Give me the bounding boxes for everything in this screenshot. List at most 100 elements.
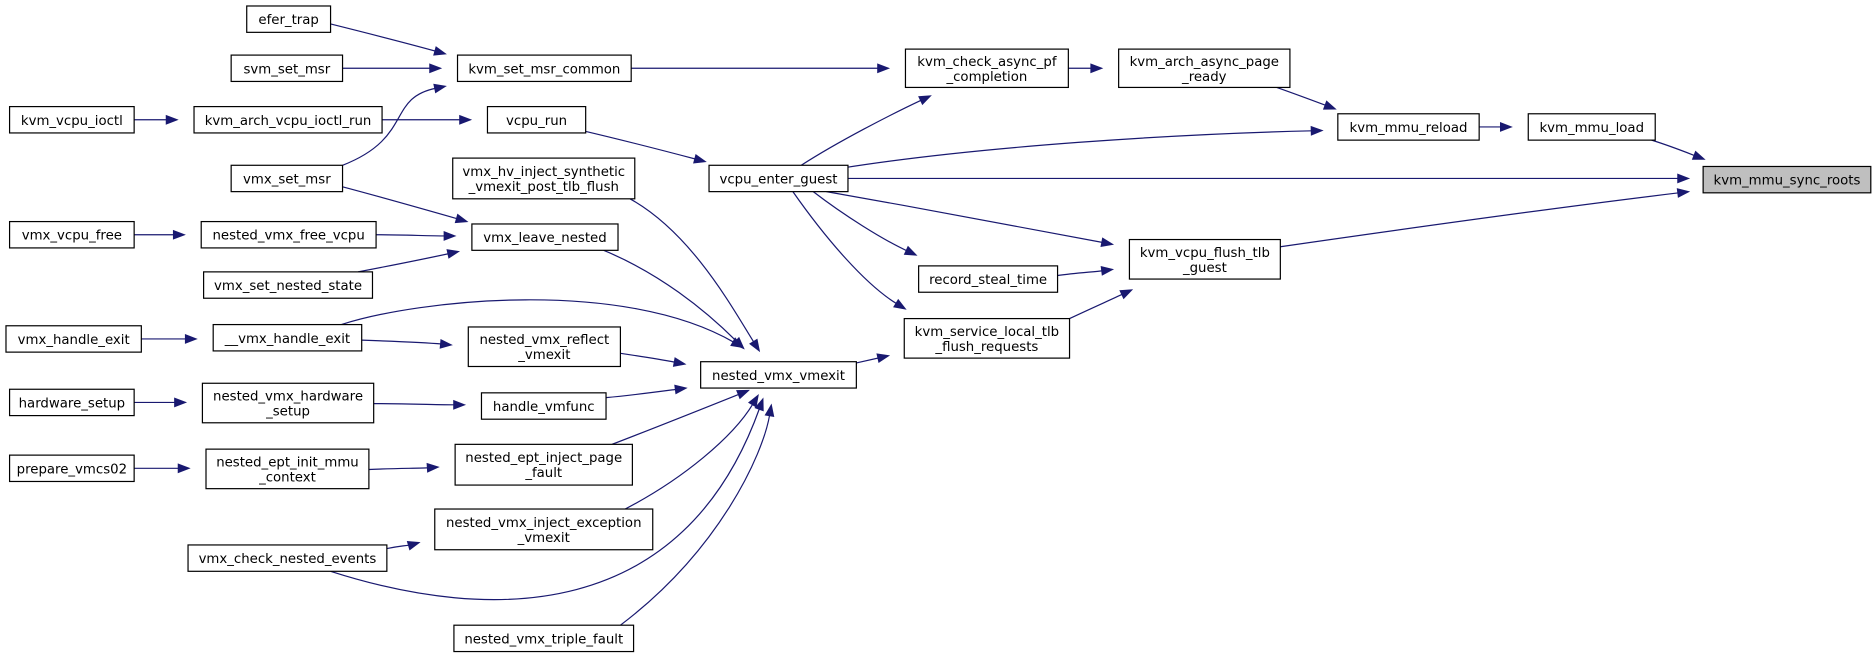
edge-kvm_vcpu_ioctl-to-kvm_arch_vcpu_ioctl_run: [134, 114, 179, 125]
node-box: [8, 454, 135, 483]
edge-kvm_mmu_load-to-kvm_mmu_sync_roots: [1651, 139, 1706, 160]
node-nested-vmx-vmexit[interactable]: nested_vmx_vmexit: [700, 361, 857, 389]
node---vmx-handle-exit[interactable]: __vmx_handle_exit: [212, 323, 363, 352]
node-nested-vmx-triple-fault[interactable]: nested_vmx_triple_fault: [453, 624, 635, 653]
node-efer-trap[interactable]: efer_trap: [246, 5, 332, 33]
edge-line: [330, 23, 437, 52]
node-vmx-set-msr[interactable]: vmx_set_msr: [230, 164, 344, 193]
node-kvm-check-async-pf-completion[interactable]: kvm_check_async_pf_completion: [904, 48, 1069, 89]
node-kvm-mmu-load[interactable]: kvm_mmu_load: [1527, 113, 1656, 141]
node-label: vcpu_enter_guest: [719, 172, 837, 187]
node-nested-vmx-inject-exception-vmexit[interactable]: nested_vmx_inject_exception_vmexit: [434, 508, 654, 551]
node-label: _vmexit: [517, 531, 570, 546]
node-box: [471, 223, 619, 251]
arrowhead: [693, 153, 707, 164]
edge-line: [800, 99, 922, 166]
edge-handle_vmfunc-to-nested_vmx_vmexit: [605, 384, 688, 399]
arrowhead: [174, 397, 188, 408]
edge-nested_ept_inject_page_fault-to-nested_vmx_vmexit: [611, 389, 750, 445]
node-nested-vmx-reflect-vmexit[interactable]: nested_vmx_reflect_vmexit: [467, 326, 622, 368]
edge-line: [368, 467, 429, 471]
arrowhead: [749, 338, 761, 353]
node-box: [708, 164, 849, 193]
node-kvm-arch-vcpu-ioctl-run[interactable]: kvm_arch_vcpu_ioctl_run: [193, 105, 383, 134]
node-svm-set-msr[interactable]: svm_set_msr: [230, 54, 344, 83]
edge-line: [361, 339, 442, 345]
edge-line: [629, 198, 755, 343]
edge-vcpu_enter_guest-to-kvm_mmu_sync_roots: [847, 173, 1691, 184]
node-kvm-service-local-tlb-flush-requests[interactable]: kvm_service_local_tlb_flush_requests: [903, 317, 1071, 359]
node-kvm-mmu-reload[interactable]: kvm_mmu_reload: [1337, 113, 1480, 141]
edge-line: [856, 357, 880, 364]
node-nested-vmx-free-vcpu[interactable]: nested_vmx_free_vcpu: [200, 220, 377, 249]
edge-line: [342, 186, 458, 220]
edge-kvm_arch_async_page_ready-to-kvm_mmu_reload: [1276, 86, 1337, 110]
node-label: vmx_vcpu_free: [22, 229, 122, 244]
edge-line: [624, 403, 754, 510]
node-box: [205, 448, 370, 490]
node-nested-vmx-hardware-setup[interactable]: nested_vmx_hardware_setup: [201, 382, 375, 424]
node-kvm-set-msr-common[interactable]: kvm_set_msr_common: [456, 54, 632, 83]
node-vcpu-enter-guest[interactable]: vcpu_enter_guest: [708, 164, 849, 193]
edge-vmx_check_nested_events-to-nested_vmx_inject_exception_vmexit: [386, 540, 421, 551]
node-vmx-leave-nested[interactable]: vmx_leave_nested: [471, 223, 619, 251]
arrowhead: [672, 357, 687, 367]
node-vmx-handle-exit[interactable]: vmx_handle_exit: [5, 325, 142, 353]
edge-line: [330, 408, 761, 601]
node-vmx-check-nested-events[interactable]: vmx_check_nested_events: [187, 544, 388, 572]
node-kvm-arch-async-page-ready[interactable]: kvm_arch_async_page_ready: [1118, 48, 1291, 89]
edge-vmx_check_nested_events-to-nested_vmx_vmexit: [330, 397, 764, 601]
arrowhead: [674, 384, 688, 395]
node-kvm-mmu-sync-roots[interactable]: kvm_mmu_sync_roots: [1702, 165, 1872, 194]
edge-kvm_check_async_pf_completion-to-kvm_arch_async_page_ready: [1068, 63, 1104, 74]
arrowhead: [1310, 125, 1324, 136]
node-box: [200, 220, 377, 249]
node-label: nested_ept_init_mmu: [216, 455, 359, 470]
node-record-steal-time[interactable]: record_steal_time: [918, 265, 1059, 293]
node-box: [230, 54, 344, 83]
node-box: [486, 105, 587, 134]
node-kvm-vcpu-ioctl[interactable]: kvm_vcpu_ioctl: [8, 105, 135, 134]
node-hardware-setup[interactable]: hardware_setup: [8, 388, 135, 417]
node-label: nested_vmx_free_vcpu: [213, 229, 365, 244]
node-vcpu-run[interactable]: vcpu_run: [486, 105, 587, 134]
node-box: [904, 48, 1069, 89]
arrowhead: [748, 394, 759, 408]
edge-line: [386, 544, 411, 550]
node-label: nested_vmx_inject_exception: [446, 516, 642, 531]
node-box: [700, 361, 857, 389]
edge-line: [357, 253, 450, 273]
node-box: [1702, 165, 1872, 194]
arrowhead: [1100, 237, 1115, 248]
node-nested-ept-inject-page-fault[interactable]: nested_ept_inject_page_fault: [454, 443, 633, 486]
node-label: vmx_handle_exit: [18, 333, 130, 348]
node-prepare-vmcs02[interactable]: prepare_vmcs02: [8, 454, 135, 483]
edge-vmx_handle_exit-to-__vmx_handle_exit: [141, 334, 198, 344]
edge-line: [611, 393, 740, 445]
edge-line: [341, 299, 735, 343]
node-vmx-vcpu-free[interactable]: vmx_vcpu_free: [8, 220, 135, 249]
node-vmx-hv-inject-synthetic-vmexit-post-tlb-flush[interactable]: vmx_hv_inject_synthetic_vmexit_post_tlb_…: [452, 157, 636, 200]
node-label: _context: [258, 470, 316, 485]
node-vmx-set-nested-state[interactable]: vmx_set_nested_state: [203, 271, 374, 299]
node-label: _ready: [1181, 70, 1227, 85]
node-box: [8, 105, 135, 134]
node-label: kvm_arch_async_page: [1130, 55, 1279, 70]
node-label: __vmx_handle_exit: [224, 332, 350, 347]
node-kvm-vcpu-flush-tlb-guest[interactable]: kvm_vcpu_flush_tlb_guest: [1128, 238, 1281, 280]
edge-line: [1280, 192, 1679, 248]
node-box: [8, 220, 135, 249]
node-label: _setup: [265, 405, 310, 420]
edge-vcpu_enter_guest-to-kvm_mmu_reload: [844, 125, 1324, 169]
arrowhead: [453, 399, 467, 410]
node-handle-vmfunc[interactable]: handle_vmfunc: [480, 392, 607, 420]
arrowhead: [1499, 122, 1513, 132]
edge-vmx_hv_inject_synthetic_vmexit_post_tlb_flush-to-nested_vmx_vmexit: [629, 198, 761, 353]
node-nested-ept-init-mmu-context[interactable]: nested_ept_init_mmu_context: [205, 448, 370, 490]
node-box: [452, 157, 636, 200]
node-box: [467, 326, 622, 368]
arrowhead: [1677, 173, 1691, 184]
arrowhead: [893, 298, 907, 310]
arrowhead: [426, 462, 440, 473]
node-box: [903, 317, 1071, 359]
